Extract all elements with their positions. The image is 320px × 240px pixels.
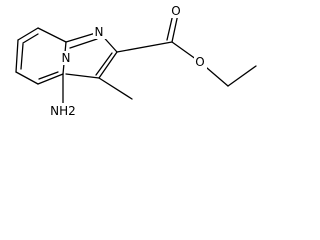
- atom-ether-o-bg: [194, 55, 207, 69]
- atom-n1-label: N: [95, 25, 104, 39]
- imidazole-ring-bonds: [65, 31, 118, 79]
- bond-c3-methyl: [98, 77, 133, 100]
- atom-carbonyl-o-group: O: [169, 4, 182, 18]
- atom-carbonyl-o-bg: [169, 4, 182, 18]
- pyridine-ring-bonds: [15, 27, 67, 85]
- atom-ether-o-label: O: [195, 55, 204, 69]
- atom-ether-o-group: O: [194, 55, 207, 69]
- bond-c7-c8: [15, 39, 19, 73]
- double-bond-c8-c8a: [22, 33, 39, 44]
- bond-c8a-n4: [37, 27, 67, 43]
- atom-n4-bg: [60, 51, 73, 65]
- bond-ch2-ch3: [227, 65, 257, 87]
- atom-amino-label: NH2: [50, 104, 76, 118]
- bond-c5-c6: [37, 73, 64, 85]
- atom-n1-group: N: [93, 25, 106, 39]
- bond-c6-c7: [15, 71, 39, 85]
- double-bond-c2-c3: [95, 52, 113, 76]
- atom-amino-bg: [47, 103, 80, 118]
- substituent-bonds: [62, 13, 257, 105]
- atom-n1-bg: [93, 25, 106, 39]
- bond-c2-carbonyl: [116, 41, 173, 53]
- atom-n4-label: N: [62, 51, 71, 65]
- bond-carbonyl-o-double-b: [166, 13, 174, 41]
- double-bond-c5-c6: [38, 71, 59, 80]
- atom-carbonyl-o-label: O: [171, 4, 180, 18]
- double-bond-c7-c8: [20, 43, 24, 70]
- atom-n4-group: N: [60, 51, 73, 65]
- atom-amino-group: NH2: [47, 103, 80, 118]
- bond-c8-c8a: [17, 27, 39, 41]
- bond-c3-n4: [65, 73, 100, 79]
- bond-carbonyl-o-double-a: [171, 13, 179, 43]
- double-bond-c8a-n1: [69, 38, 98, 49]
- chemical-structure-diagram: N N O O NH2: [15, 4, 257, 118]
- bond-c2-c3: [98, 51, 118, 79]
